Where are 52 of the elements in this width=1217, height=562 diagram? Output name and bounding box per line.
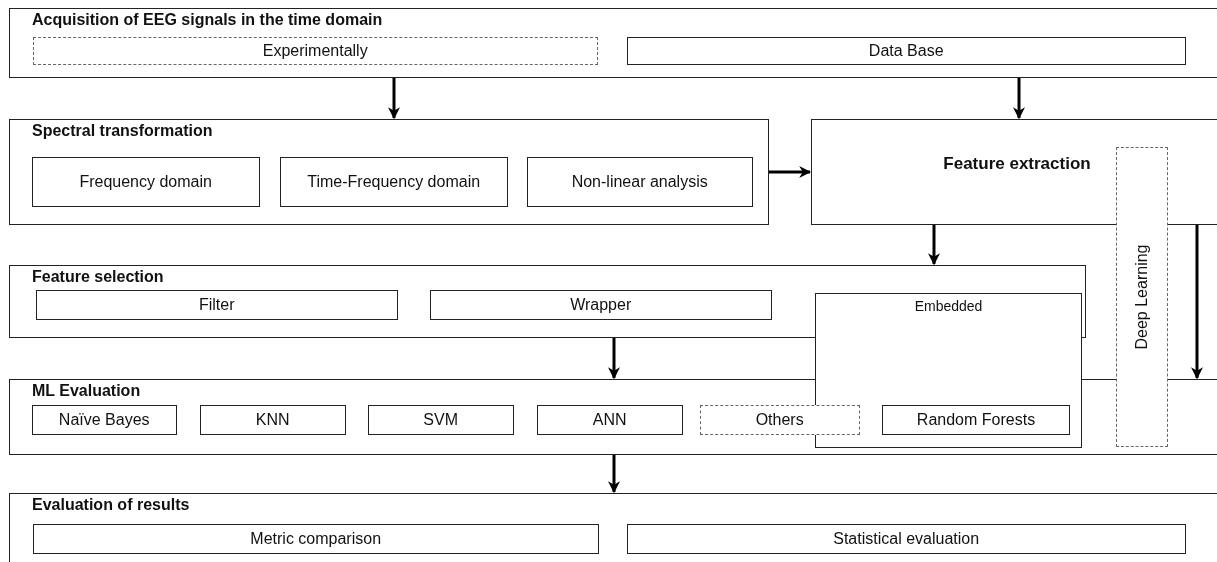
method-box — [536, 404, 683, 435]
method-label: Frequency domain — [78, 171, 213, 192]
stage-panel — [9, 265, 1086, 338]
method-label: Deep Learning — [1133, 244, 1151, 350]
arrow — [1013, 78, 1025, 120]
method-label: Statistical evaluation — [832, 528, 981, 549]
method-label: Experimentally — [261, 40, 369, 61]
method-box — [35, 289, 398, 320]
arrow — [608, 455, 620, 494]
method-label: Filter — [197, 294, 236, 315]
method-label: Wrapper — [569, 294, 633, 315]
method-label: Random Forests — [915, 410, 1037, 430]
method-label: Naïve Bayes — [57, 409, 151, 430]
method-box — [882, 405, 1070, 435]
method-label: KNN — [254, 409, 291, 430]
optional-method-box — [32, 36, 598, 65]
method-label: Non-linear analysis — [570, 171, 709, 192]
method-box — [367, 404, 514, 435]
stage-title: Acquisition of EEG signals in the time domain — [32, 11, 383, 29]
group-title: Embedded — [913, 298, 984, 314]
stage-panel — [9, 379, 1217, 455]
method-box — [429, 289, 772, 320]
stage-title: Feature selection — [32, 268, 164, 286]
method-box — [31, 404, 177, 435]
optional-method-box — [1116, 147, 1168, 447]
arrow — [608, 338, 620, 380]
arrow — [1191, 225, 1203, 380]
method-box — [626, 36, 1186, 65]
method-label: Data Base — [867, 40, 945, 61]
method-label: Others — [754, 409, 805, 430]
stage-box — [811, 119, 1217, 225]
optional-method-box — [699, 404, 860, 435]
method-box — [526, 156, 753, 207]
stage-title: Evaluation of results — [32, 496, 190, 514]
method-box — [279, 156, 508, 207]
stage-panel — [9, 119, 769, 225]
stage-title: Spectral transformation — [32, 122, 213, 140]
method-box — [31, 156, 260, 207]
arrow — [769, 166, 812, 178]
method-box — [32, 523, 599, 554]
method-label: Metric comparison — [249, 528, 383, 549]
method-box — [199, 404, 346, 435]
stage-title: Feature extraction — [942, 154, 1092, 174]
method-box — [626, 523, 1186, 554]
stage-panel — [9, 8, 1217, 78]
method-label: SVM — [422, 409, 459, 430]
arrow — [388, 78, 400, 120]
stage-title: ML Evaluation — [32, 382, 141, 400]
stage-panel — [9, 493, 1217, 562]
method-label: Time-Frequency domain — [306, 171, 482, 192]
arrow — [928, 225, 940, 266]
method-label: ANN — [591, 409, 628, 430]
